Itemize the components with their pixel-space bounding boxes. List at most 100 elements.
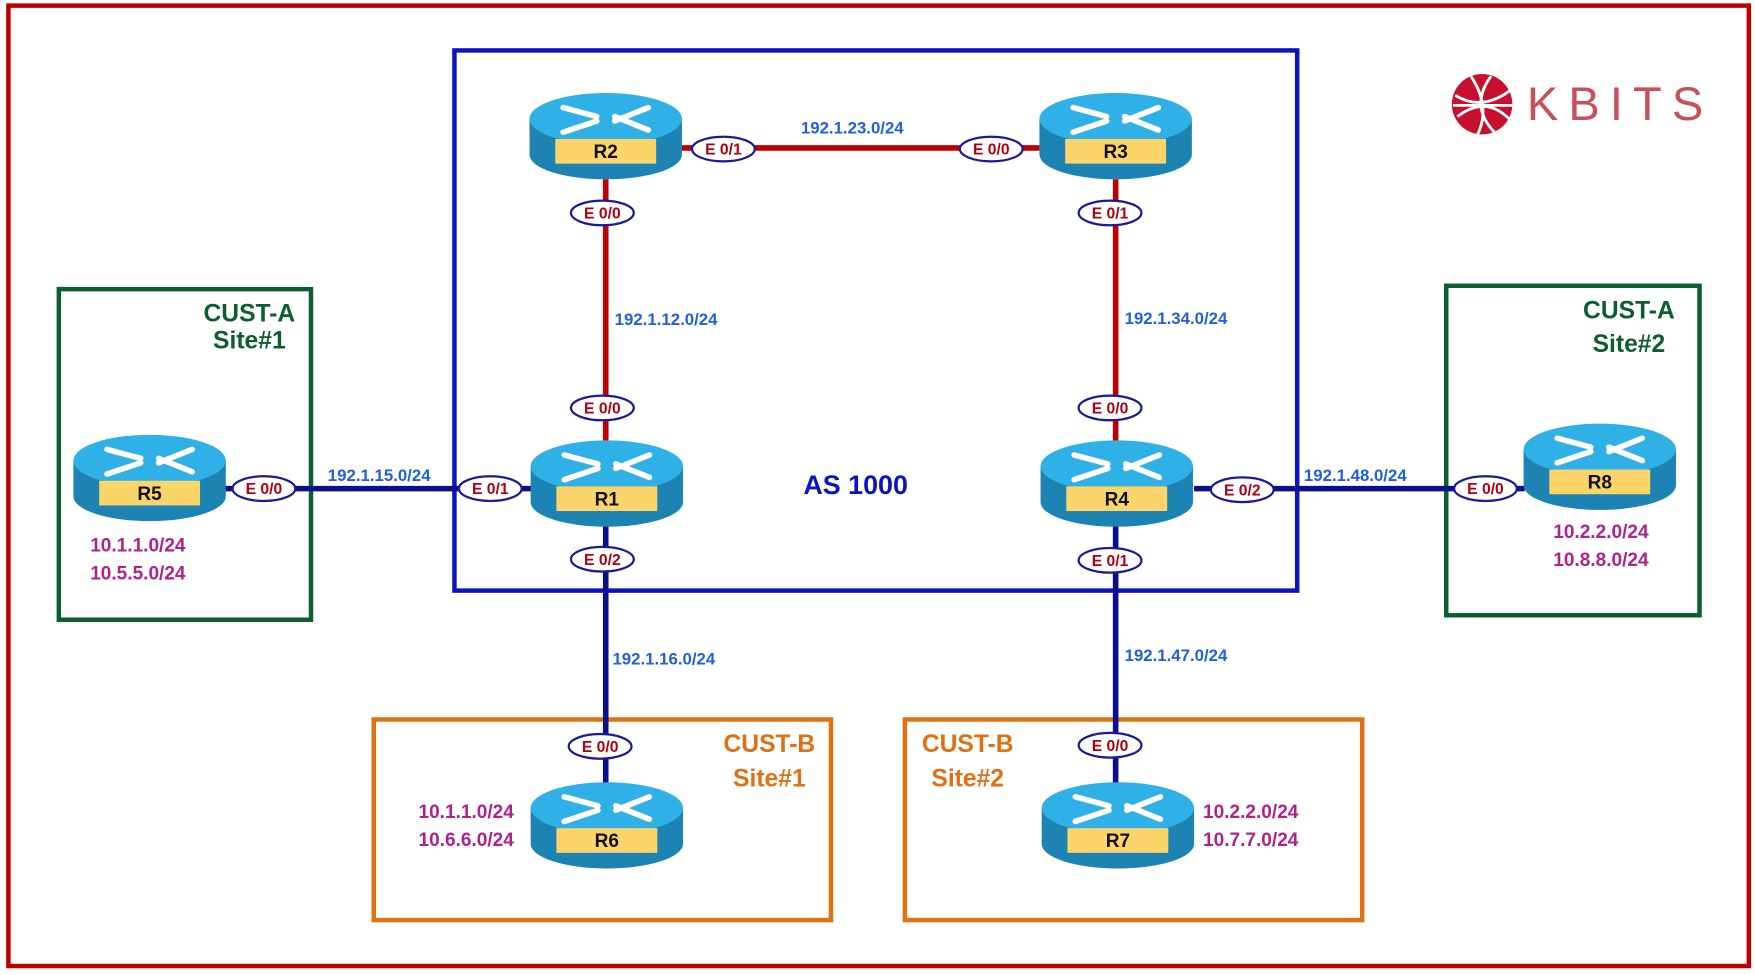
site-label-custB2: CUST-B Site#2 (922, 731, 1014, 793)
interface-name: E 0/1 (1092, 553, 1129, 570)
interface-label: E 0/0 (569, 394, 635, 422)
router-arrows-icon (560, 104, 652, 136)
interface-ellipse (457, 475, 523, 503)
site-number: Site#2 (931, 766, 1004, 793)
site-customer: CUST-A (1583, 297, 1675, 324)
router-arrows-icon (1554, 435, 1646, 466)
router-arrows-icon (104, 446, 195, 477)
site-number: Site#1 (213, 328, 286, 355)
router-label-box (1066, 486, 1168, 512)
router-r6[interactable]: R6 (530, 782, 684, 869)
globe-lines (1452, 75, 1513, 136)
interface-label: E 0/1 (1077, 546, 1143, 574)
router-r4[interactable]: R4 (1040, 440, 1193, 527)
subnet-label: 192.1.12.0/24 (615, 310, 718, 329)
router-name: R1 (595, 489, 620, 510)
router-name: R5 (137, 484, 162, 505)
outer-frame (6, 3, 1752, 969)
cust-a-site2-box (1444, 283, 1702, 618)
subnet-label: 192.1.16.0/24 (612, 650, 715, 669)
interface-ellipse (569, 199, 635, 227)
router-top (530, 440, 684, 492)
interface-name: E 0/0 (1092, 401, 1129, 418)
router-label-box (99, 480, 201, 506)
interface-ellipse (569, 394, 635, 422)
cust-b-site1-box (371, 717, 834, 923)
router-label-box (1065, 138, 1167, 164)
cust-a-site1-box (56, 286, 314, 622)
site-customer: CUST-B (723, 731, 815, 758)
router-r3[interactable]: R3 (1039, 93, 1192, 180)
router-r1[interactable]: R1 (530, 440, 684, 527)
cust-b-site2-box (902, 717, 1365, 923)
subnet-label: 192.1.34.0/24 (1125, 309, 1228, 328)
prefix-label: 10.1.1.0/24 (90, 535, 186, 556)
router-top (1039, 93, 1192, 145)
router-label-box (1549, 469, 1651, 495)
interface-label: E 0/1 (690, 135, 756, 163)
router-arrows-icon (561, 794, 653, 825)
interface-name: E 0/0 (582, 739, 619, 756)
router-label-box (556, 486, 658, 512)
prefix-label: 10.7.7.0/24 (1203, 830, 1299, 851)
interface-name: E 0/1 (472, 481, 509, 498)
router-label-box (1067, 828, 1169, 853)
router-r8[interactable]: R8 (1523, 423, 1676, 510)
interface-label: E 0/0 (1077, 731, 1143, 759)
site-customer: CUST-B (922, 731, 1014, 758)
router-top (529, 93, 682, 145)
router-top (530, 782, 684, 834)
router-top (1041, 782, 1195, 834)
interface-ellipse (1077, 731, 1143, 759)
interface-name: E 0/0 (584, 401, 621, 418)
interface-label: E 0/0 (569, 199, 635, 227)
subnet-label: 192.1.15.0/24 (328, 466, 431, 485)
interface-label: E 0/0 (958, 135, 1024, 163)
interface-label: E 0/1 (1077, 199, 1143, 227)
interface-name: E 0/0 (246, 481, 283, 498)
router-r7[interactable]: R7 (1041, 782, 1195, 869)
router-r2[interactable]: R2 (529, 93, 682, 180)
site-number: Site#2 (1593, 331, 1666, 358)
interface-name: E 0/0 (1092, 738, 1129, 755)
interface-label: E 0/2 (569, 545, 635, 573)
router-top (73, 434, 226, 487)
interface-ellipse (1209, 476, 1275, 504)
interface-ellipse (1077, 546, 1143, 574)
interface-ellipse (690, 135, 756, 163)
logo-text: KBITS (1527, 77, 1713, 130)
interface-ellipse (231, 475, 297, 503)
interface-label: E 0/0 (231, 475, 297, 503)
router-top (1040, 440, 1193, 492)
interface-ellipse (567, 732, 633, 760)
prefix-label: 10.2.2.0/24 (1203, 802, 1299, 823)
router-r5[interactable]: R5 (73, 434, 226, 522)
interface-ellipse (569, 545, 635, 573)
interface-label: E 0/1 (457, 475, 523, 503)
interface-name: E 0/1 (1092, 206, 1129, 223)
subnet-label: 192.1.48.0/24 (1304, 466, 1407, 485)
router-name: R4 (1105, 489, 1130, 510)
router-name: R6 (595, 831, 619, 852)
router-top (1523, 423, 1676, 476)
interface-name: E 0/2 (584, 552, 621, 569)
site-label-custA2: CUST-A Site#2 (1583, 297, 1675, 358)
as-label: AS 1000 (803, 470, 908, 500)
subnet-label: 192.1.23.0/24 (801, 118, 904, 137)
router-label-box (555, 138, 657, 164)
interface-name: E 0/0 (1467, 481, 1504, 498)
router-arrows-icon (1070, 104, 1162, 136)
router-name: R3 (1103, 142, 1127, 163)
router-arrows-icon (561, 452, 653, 483)
interface-label: E 0/0 (1077, 394, 1143, 422)
site-customer: CUST-A (203, 301, 295, 328)
kbits-logo: KBITS (1451, 73, 1713, 136)
interface-label: E 0/2 (1209, 476, 1275, 504)
prefix-label: 10.8.8.0/24 (1553, 550, 1649, 571)
prefix-label: 10.5.5.0/24 (90, 563, 186, 584)
router-label-box (556, 828, 658, 853)
site-number: Site#1 (733, 766, 806, 793)
interface-name: E 0/2 (1224, 482, 1261, 499)
